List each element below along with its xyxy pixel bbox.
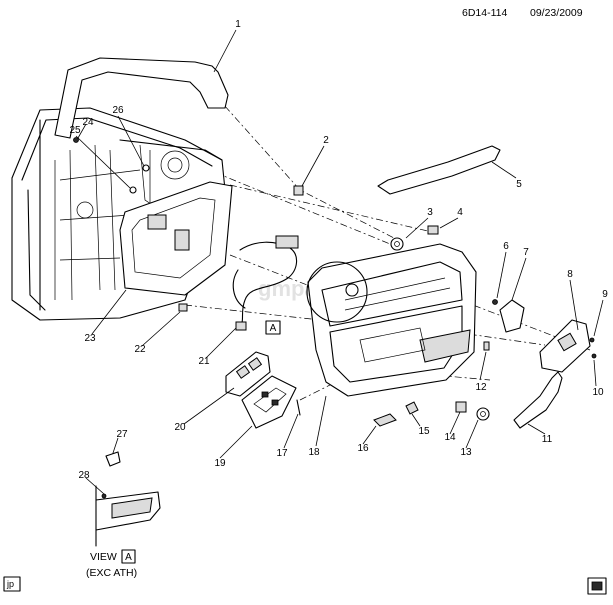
callout-9: 9 [602,289,608,300]
detail-zoom-circle [306,261,368,323]
wiring-harness [232,235,299,331]
callout-2: 2 [323,135,329,146]
callout-14: 14 [444,432,456,443]
grommet-22 [178,303,188,312]
door-trim-panel [307,243,477,397]
switch-panel [225,351,271,397]
fastener-24 [73,137,79,143]
callout-6: 6 [503,241,509,252]
callout-23: 23 [84,333,96,344]
screw-10 [591,353,597,359]
retainer-14 [455,401,467,413]
view-a-marker-letter: A [270,323,277,334]
callout-19: 19 [214,458,226,469]
corner-tag-box [3,576,21,592]
callout-15: 15 [418,426,430,437]
handle-bracket [499,299,525,333]
inset-view-letter: A [125,552,132,563]
figure-id: 6D14-114 [462,7,507,19]
callout-21: 21 [198,356,210,367]
view-a-marker [265,320,281,335]
window-switch-assembly [241,375,297,429]
clip-2 [293,185,304,196]
callout-3: 3 [427,207,433,218]
callout-7: 7 [523,247,529,258]
fastener-26 [142,164,150,172]
callout-22: 22 [134,344,146,355]
corner-logo [587,577,607,595]
inset-view-a [95,451,161,547]
callout-11: 11 [542,434,553,445]
callout-17: 17 [276,448,288,459]
window-frame-molding [54,57,229,139]
callout-12: 12 [475,382,487,393]
clip-15 [405,401,419,415]
callout-20: 20 [174,422,186,433]
callout-26: 26 [112,105,124,116]
callout-leaders [75,29,604,495]
callout-5: 5 [516,179,522,190]
inset-view-label: VIEW [90,551,117,563]
bracket-16 [373,413,397,427]
callout-27: 27 [116,429,128,440]
callout-4: 4 [457,207,463,218]
clip-4 [427,225,439,235]
screw-17 [296,399,301,416]
pin-12 [483,341,490,351]
callout-25: 25 [69,125,81,136]
corner-tag-jp: jp [6,579,14,589]
figure-date: 09/23/2009 [530,7,583,19]
clip-27 [105,451,121,467]
callout-16: 16 [357,443,369,454]
callout-24: 24 [82,117,94,128]
callout-13: 13 [460,447,472,458]
callout-18: 18 [308,447,320,458]
fastener-25 [129,186,137,194]
bolt-6 [492,299,498,305]
callout-28: 28 [78,470,90,481]
inset-note: (EXC ATH) [86,567,137,579]
pushpin-3 [390,237,404,251]
retainer-13 [476,407,490,421]
callout-8: 8 [567,269,573,280]
upper-trim-strip [377,145,501,195]
inset-view-letter-box [121,549,136,564]
armrest-trim [513,371,563,429]
callout-10: 10 [592,387,604,398]
callout-1: 1 [235,19,241,30]
screw-9 [589,337,595,343]
water-deflector [119,181,233,296]
